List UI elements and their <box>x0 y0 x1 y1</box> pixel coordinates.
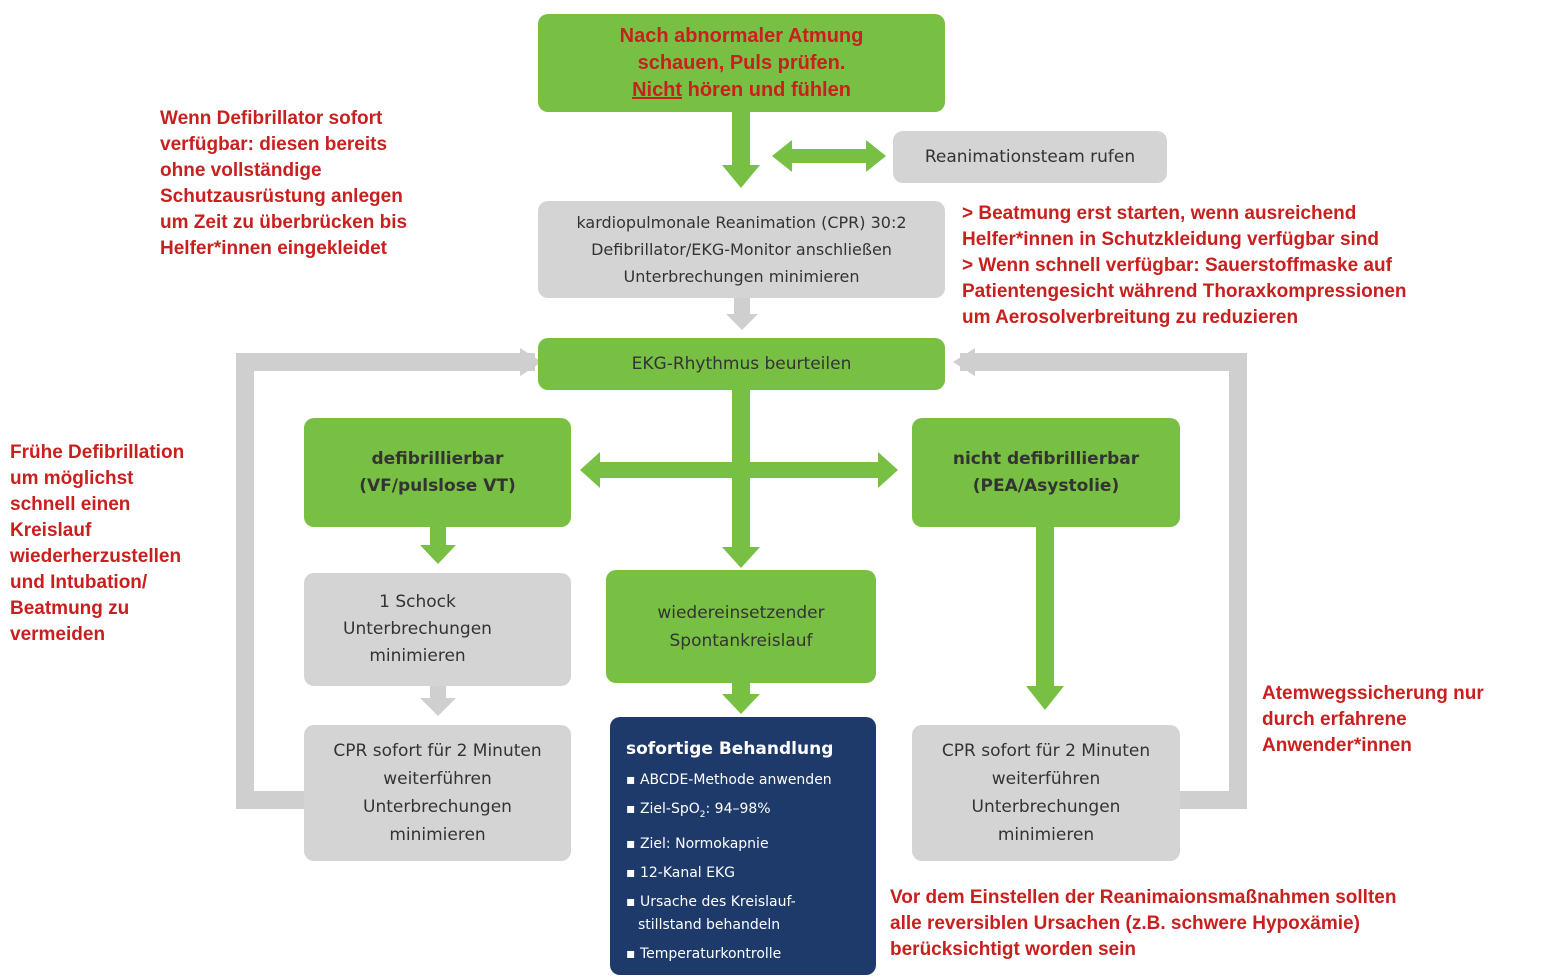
treatment-title: sofortige Behandlung <box>626 739 834 759</box>
start-not-underlined: Nicht <box>632 78 683 101</box>
shock-line-1: 1 Schock <box>379 592 456 612</box>
shock-box: 1 Schock Unterbrechungen minimieren <box>304 573 571 686</box>
start-line-2: schauen, Puls prüfen. <box>637 51 846 74</box>
call-team-box: Reanimationsteam rufen <box>893 131 1167 183</box>
ekg-assess-label: EKG-Rhythmus beurteilen <box>631 354 852 374</box>
treatment-item-3: ▪ Ziel: Normokapnie <box>626 835 769 852</box>
loop-arrow-right-head <box>953 348 975 376</box>
rosc-line-2: Spontankreislauf <box>669 630 813 651</box>
cpr-box: kardiopulmonale Reanimation (CPR) 30:2 D… <box>538 201 945 298</box>
loop-arrow-left-head <box>520 348 542 376</box>
arrow-cpr-down <box>734 298 750 316</box>
cpr-left-box: CPR sofort für 2 Minuten weiterführen Un… <box>304 725 571 861</box>
cpr-left-line-1: CPR sofort für 2 Minuten <box>333 741 542 761</box>
loop-arrow-right <box>960 353 1247 800</box>
shock-line-2: Unterbrechungen <box>343 619 492 639</box>
non-shockable-line-1: nicht defibrillierbar <box>952 448 1140 469</box>
arrow-shockable-down <box>430 527 446 547</box>
start-box: Nach abnormaler Atmung schauen, Puls prü… <box>538 14 945 112</box>
start-line-3: Nicht hören und fühlen <box>632 77 851 104</box>
start-line-3-rest: hören und fühlen <box>682 78 851 101</box>
note-early-defibrillation: Frühe Defibrillation um möglichst schnel… <box>10 442 185 645</box>
arrow-nonshockable-down <box>1036 527 1054 690</box>
cpr-right-box: CPR sofort für 2 Minuten weiterführen Un… <box>912 725 1180 861</box>
note-reversible: Vor dem Einstellen der Reanimaionsmaßnah… <box>890 887 1397 960</box>
rosc-line-1: wiedereinsetzender <box>657 602 825 623</box>
shockable-line-1: defibrillierbar <box>371 448 504 469</box>
arrow-call-team <box>790 149 870 163</box>
treatment-item-4: ▪ 12-Kanal EKG <box>626 864 735 881</box>
cpr-right-line-4: minimieren <box>997 825 1095 845</box>
cpr-left-line-3: Unterbrechungen <box>363 797 512 817</box>
shock-line-3: minimieren <box>369 646 466 666</box>
non-shockable-box: nicht defibrillierbar (PEA/Asystolie) <box>912 418 1180 527</box>
treatment-item-5-cont: stillstand behandeln <box>638 916 781 933</box>
cpr-line-2: Defibrillator/EKG-Monitor anschließen <box>591 240 892 259</box>
arrow-shockable-nonshockable <box>595 462 880 478</box>
call-team-label: Reanimationsteam rufen <box>924 147 1136 167</box>
loop-arrow-left <box>236 353 535 800</box>
treatment-item-1: ▪ ABCDE-Methode anwenden <box>626 772 832 788</box>
cpr-right-line-2: weiterführen <box>991 769 1101 789</box>
arrow-shock-down <box>430 686 446 700</box>
treatment-item-2: ▪ Ziel-SpO2: 94–98% <box>626 801 771 820</box>
cpr-line-3: Unterbrechungen minimieren <box>623 267 860 286</box>
ekg-assess-box: EKG-Rhythmus beurteilen <box>538 338 945 390</box>
note-defib-early: Wenn Defibrillator sofort verfügbar: die… <box>160 108 408 259</box>
treatment-item-6: ▪ Temperaturkontrolle <box>626 945 782 962</box>
non-shockable-line-2: (PEA/Asystolie) <box>972 475 1120 496</box>
cpr-left-line-4: minimieren <box>389 825 486 845</box>
start-line-1: Nach abnormaler Atmung <box>619 24 864 47</box>
note-ventilation: > Beatmung erst starten, wenn ausreichen… <box>962 203 1407 328</box>
cpr-line-1: kardiopulmonale Reanimation (CPR) 30:2 <box>576 213 907 232</box>
arrow-start-down <box>732 112 750 170</box>
rosc-box: wiedereinsetzender Spontankreislauf <box>606 570 876 683</box>
note-airway: Atemwegssicherung nur durch erfahrene An… <box>1262 683 1484 756</box>
arrow-rosc-down <box>732 683 750 697</box>
shockable-line-2: (VF/pulslose VT) <box>359 475 516 496</box>
treatment-item-5: ▪ Ursache des Kreislauf- <box>626 893 796 910</box>
cpr-left-line-2: weiterführen <box>383 769 492 789</box>
treatment-box: sofortige Behandlung ▪ ABCDE-Methode anw… <box>610 717 876 975</box>
cpr-right-line-3: Unterbrechungen <box>971 797 1121 817</box>
cpr-right-line-1: CPR sofort für 2 Minuten <box>941 741 1151 761</box>
shockable-box: defibrillierbar (VF/pulslose VT) <box>304 418 571 527</box>
